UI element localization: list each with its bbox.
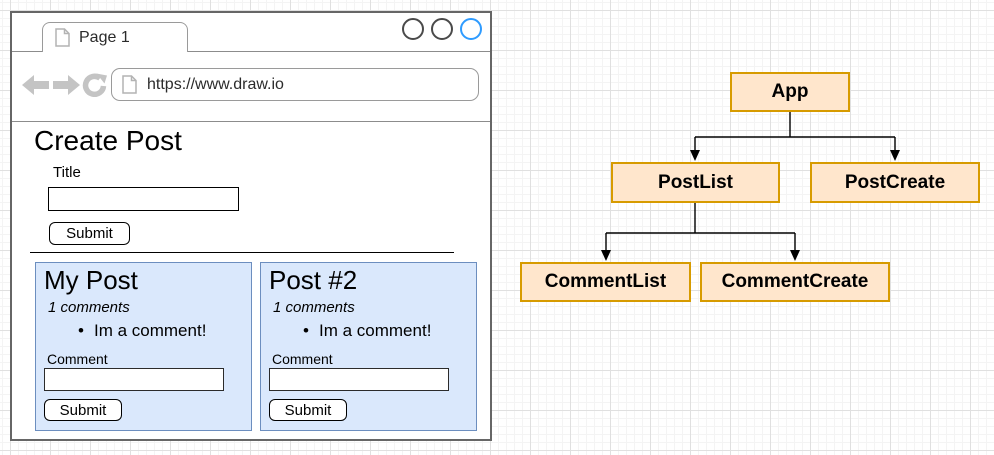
tree-node-app[interactable]: App: [730, 72, 850, 112]
browser-tab[interactable]: Page 1: [42, 22, 188, 52]
url-text: https://www.draw.io: [147, 75, 284, 93]
window-buttons: [402, 18, 482, 40]
title-input[interactable]: [48, 187, 239, 211]
post-comment-count: 1 comments: [48, 299, 130, 316]
url-bar[interactable]: https://www.draw.io: [111, 68, 479, 101]
browser-mockup-window: Page 1 h: [10, 11, 492, 441]
bullet-icon: •: [78, 321, 84, 340]
browser-titlebar: Page 1: [12, 13, 490, 52]
comment-input[interactable]: [44, 368, 224, 391]
comment-text: Im a comment!: [94, 321, 207, 340]
post-card: Post #2 1 comments • Im a comment! Commen…: [260, 262, 477, 431]
comment-field-label: Comment: [47, 351, 108, 367]
comment-text: Im a comment!: [319, 321, 432, 340]
comment-field-label: Comment: [272, 351, 333, 367]
title-field-label: Title: [53, 164, 81, 181]
post-card: My Post 1 comments • Im a comment! Commen…: [35, 262, 252, 431]
back-icon[interactable]: [22, 75, 49, 95]
browser-navbar: https://www.draw.io: [12, 52, 490, 122]
post-comment-count: 1 comments: [273, 299, 355, 316]
tree-node-postcreate[interactable]: PostCreate: [810, 162, 980, 203]
page-title: Create Post: [34, 125, 182, 156]
refresh-icon[interactable]: [82, 73, 107, 97]
window-button-icon[interactable]: [431, 18, 453, 40]
tree-node-commentlist[interactable]: CommentList: [520, 262, 691, 302]
browser-page-content: Create Post Title Submit My Post 1 comme…: [12, 122, 490, 439]
forward-icon[interactable]: [53, 75, 80, 95]
comment-submit-button[interactable]: Submit: [269, 399, 347, 421]
comment-input[interactable]: [269, 368, 449, 391]
tree-node-postlist[interactable]: PostList: [611, 162, 780, 203]
create-post-submit-button[interactable]: Submit: [49, 222, 130, 245]
divider: [30, 252, 454, 253]
tab-label: Page 1: [79, 28, 130, 46]
tree-node-commentcreate[interactable]: CommentCreate: [700, 262, 890, 302]
post-title: Post #2: [269, 265, 358, 295]
page-icon: [122, 75, 137, 94]
bullet-icon: •: [303, 321, 309, 340]
page-icon: [55, 28, 70, 47]
window-button-icon[interactable]: [402, 18, 424, 40]
window-button-active-icon[interactable]: [460, 18, 482, 40]
comment-list-item: • Im a comment!: [303, 321, 431, 341]
comment-list-item: • Im a comment!: [78, 321, 206, 341]
comment-submit-button[interactable]: Submit: [44, 399, 122, 421]
post-title: My Post: [44, 265, 138, 295]
